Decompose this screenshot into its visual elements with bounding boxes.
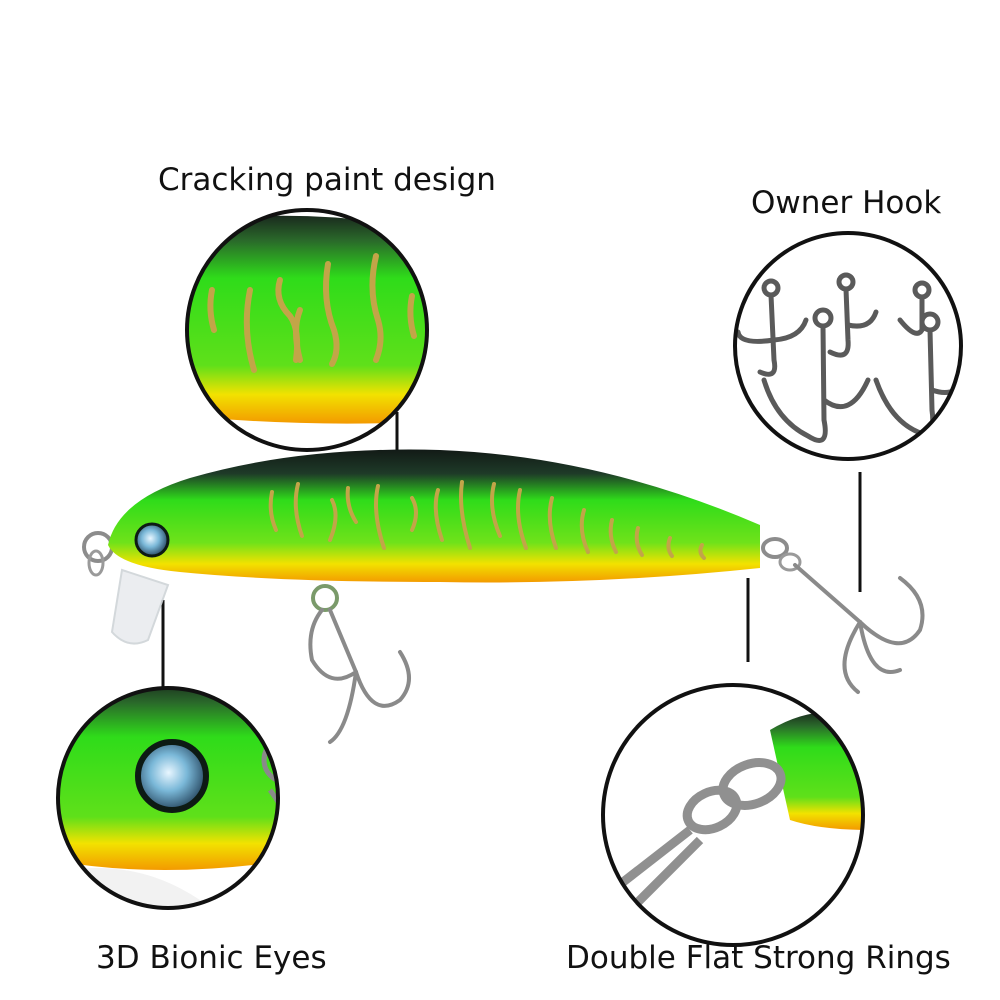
lure-eye [134, 522, 170, 558]
cracking-stripes [268, 480, 706, 560]
connector-lines [161, 412, 862, 690]
zoom-strong-rings [601, 683, 865, 947]
front-ring [82, 531, 114, 563]
fishing-lure [82, 449, 925, 744]
zoom-owner-hooks [733, 231, 963, 461]
diving-lip [110, 568, 170, 645]
rear-ring-2 [778, 552, 802, 572]
label-bionic-eyes: 3D Bionic Eyes [96, 940, 327, 976]
label-strong-rings: Double Flat Strong Rings [566, 940, 951, 976]
rear-treble-hook [793, 563, 925, 694]
lure-body [108, 449, 760, 583]
belly-treble-hook [308, 584, 411, 744]
rear-ring [761, 537, 789, 559]
zoom-cracking-paint [185, 208, 429, 452]
zoom-bionic-eyes [56, 686, 280, 910]
label-cracking-paint: Cracking paint design [158, 162, 496, 198]
label-owner-hook: Owner Hook [751, 185, 942, 221]
front-ring-2 [87, 549, 105, 577]
